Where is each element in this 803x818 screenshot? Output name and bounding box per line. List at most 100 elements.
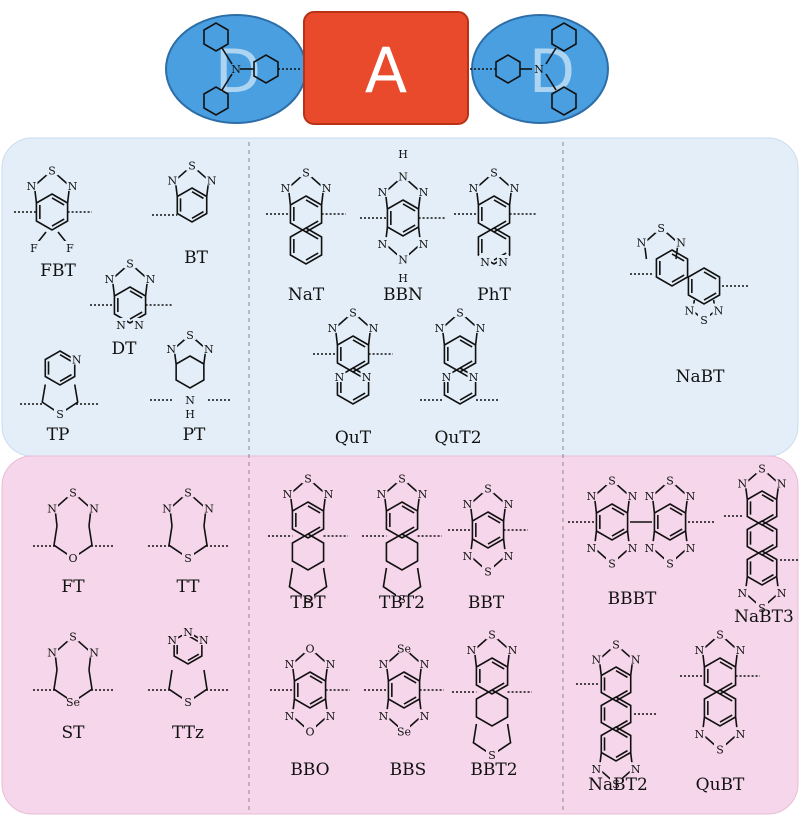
atom-label: S xyxy=(666,474,674,487)
atom-label: N xyxy=(695,644,705,657)
molecule-label: DT xyxy=(112,339,138,359)
atom-label: S xyxy=(456,306,464,319)
atom-label: N xyxy=(285,710,295,723)
atom-label: N xyxy=(167,174,177,187)
atom-label: N xyxy=(591,763,601,776)
atom-label: N xyxy=(379,658,389,671)
molecule-label: QuBT xyxy=(696,775,745,795)
atom-label: N xyxy=(504,498,514,511)
atom-label: N xyxy=(510,182,520,195)
atom-label: N xyxy=(419,186,429,199)
atom-label: H xyxy=(398,272,408,285)
acceptor-letter: A xyxy=(365,34,407,107)
atom-label: Se xyxy=(397,642,411,655)
atom-label: N xyxy=(116,319,126,332)
atom-label: N xyxy=(398,254,408,267)
atom-label: O xyxy=(305,726,314,739)
atom-label: N xyxy=(587,490,597,503)
atom-label: N xyxy=(362,371,372,384)
atom-label: N xyxy=(146,273,156,286)
atom-label: N xyxy=(504,550,514,563)
atom-label: S xyxy=(398,593,406,606)
atom-label: O xyxy=(305,642,314,655)
atom-label: S xyxy=(716,628,724,641)
atom-label: S xyxy=(398,472,406,485)
atom-label: N xyxy=(324,488,334,501)
molecule-label: BBS xyxy=(390,760,427,780)
atom-label: N xyxy=(737,587,747,600)
atom-label: N xyxy=(204,343,214,356)
molecule-label: TBT2 xyxy=(379,593,425,613)
atom-label: N xyxy=(631,763,641,776)
atom-label: N xyxy=(628,542,638,555)
atom-label: N xyxy=(89,646,99,659)
pink-panel xyxy=(1,455,799,815)
atom-label: N xyxy=(469,371,479,384)
atom-label: N xyxy=(695,728,705,741)
atom-label: N xyxy=(435,322,445,335)
atom-label: N xyxy=(420,710,430,723)
atom-label: F xyxy=(66,242,74,255)
atom-label: N xyxy=(469,182,479,195)
atom-label: N xyxy=(777,587,787,600)
atom-label: N xyxy=(467,644,477,657)
atom-label: N xyxy=(281,182,291,195)
molecule-label: FBT xyxy=(40,261,76,281)
atom-label: N xyxy=(377,488,387,501)
atom-label: H xyxy=(185,408,195,421)
atom-label: N xyxy=(508,644,518,657)
molecule-label: BBO xyxy=(290,760,329,780)
atom-label: N xyxy=(686,490,696,503)
atom-label: N xyxy=(587,542,597,555)
atom-label: N xyxy=(68,180,78,193)
triphenylamine-right xyxy=(470,22,577,116)
atom-label: N xyxy=(463,550,473,563)
molecule-label: NaT xyxy=(288,285,325,305)
atom-label: N xyxy=(676,237,686,250)
molecule-label: QuT xyxy=(335,428,372,448)
molecule-label: BBBT xyxy=(608,589,657,609)
atom-label: N xyxy=(47,646,57,659)
atom-label: H xyxy=(398,148,408,161)
atom-label: N xyxy=(185,394,195,407)
atom-label: S xyxy=(608,474,616,487)
atom-label: F xyxy=(30,242,38,255)
atom-label: N xyxy=(442,371,452,384)
atom-label: S xyxy=(612,778,620,791)
atom-label: S xyxy=(304,472,312,485)
atom-label: N xyxy=(134,319,144,332)
atom-label: N xyxy=(285,658,295,671)
atom-label: N xyxy=(199,634,209,647)
molecule-label: NaBT2 xyxy=(588,775,648,795)
atom-label: N xyxy=(736,644,746,657)
atom-label: S xyxy=(488,628,496,641)
molecule-label: ST xyxy=(62,723,86,743)
atom-label: N xyxy=(398,170,408,183)
atom-label: N xyxy=(631,653,641,666)
atom-label: N xyxy=(326,658,336,671)
atom-label: N xyxy=(379,710,389,723)
atom-label: N xyxy=(326,710,336,723)
molecule-label: BBN xyxy=(383,285,423,305)
atom-label: S xyxy=(716,744,724,757)
atom-label: S xyxy=(48,164,56,177)
donor-left-block: D xyxy=(165,14,307,124)
atom-label: N xyxy=(335,371,345,384)
atom-label: N xyxy=(419,238,429,251)
atom-label: N xyxy=(167,634,177,647)
